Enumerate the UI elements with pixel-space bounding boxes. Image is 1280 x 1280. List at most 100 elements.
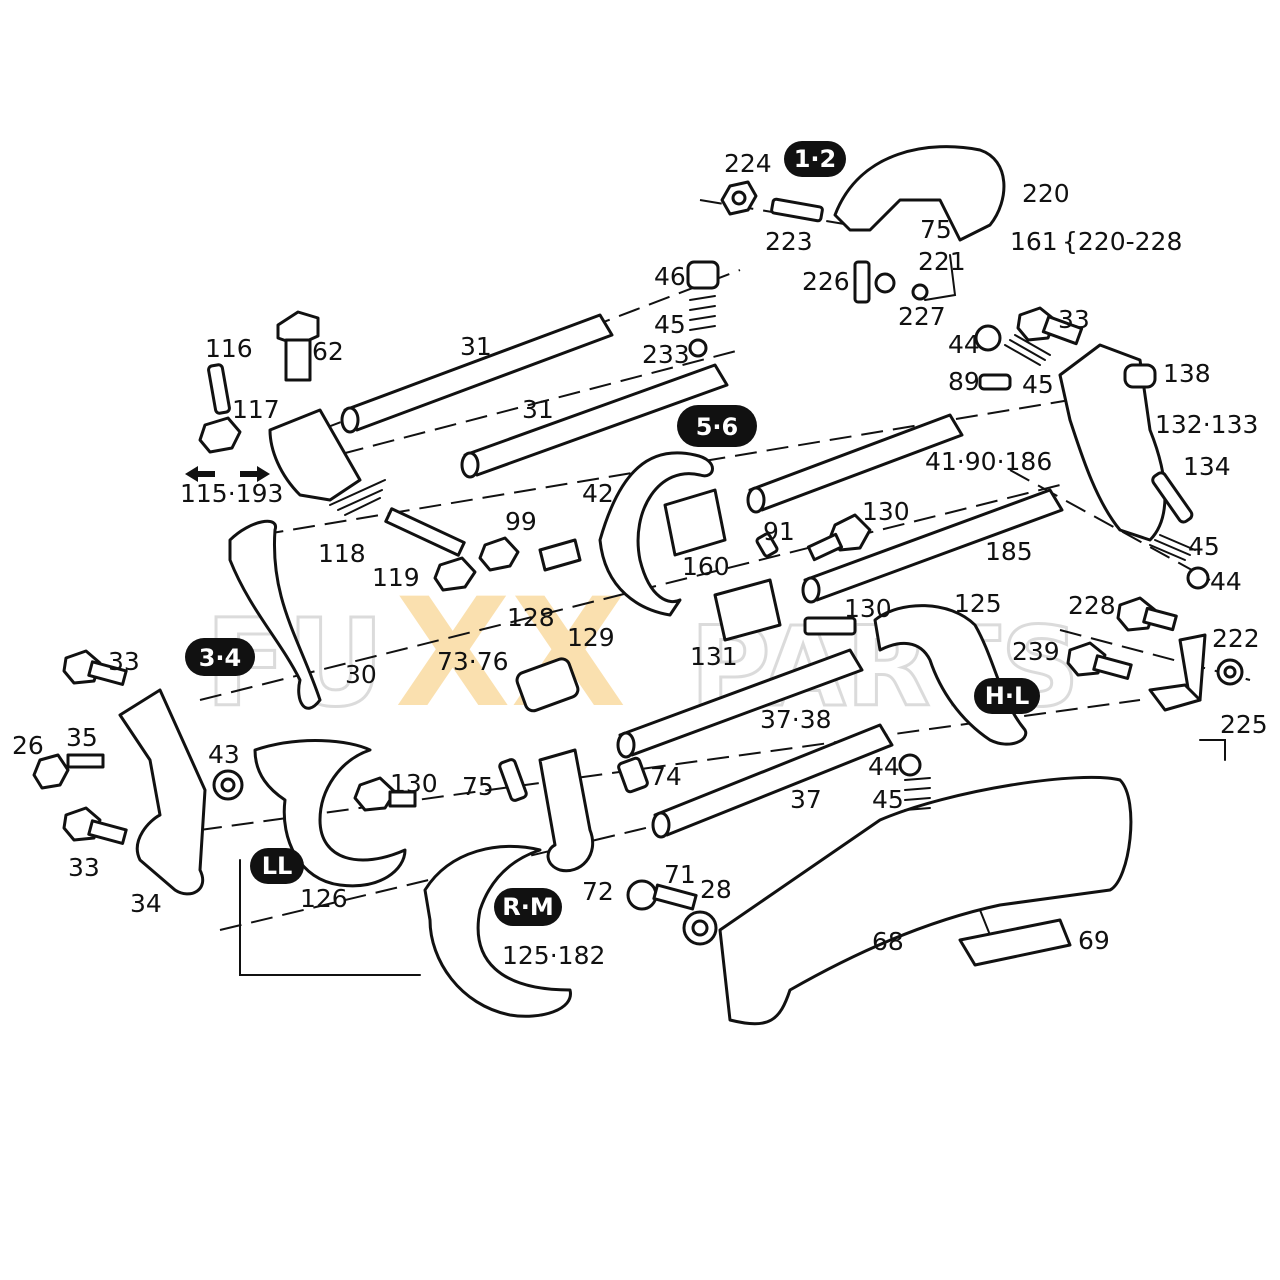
callout: 126 [300,884,348,913]
plate-225 [1148,683,1202,712]
callout: 62 [312,337,344,366]
housing-220 [833,145,1006,242]
plate-69 [958,918,1072,967]
callout: 41·90·186 [925,447,1052,476]
callout: 132·133 [1155,410,1258,439]
callout: 138 [1163,359,1211,388]
badges: 1·2 5·6 3·4 H·L LL R·M [185,141,1040,926]
callout: 31 [522,395,554,424]
spring-45-right [1004,334,1051,366]
fork-5-6 [598,451,714,617]
callout: 33 [1058,305,1090,334]
shift-rail-31-lower [460,363,729,479]
callout: 221 [918,247,966,276]
callout: 99 [505,507,537,536]
callout: 37·38 [760,705,832,734]
callout: 239 [1012,637,1060,666]
bolt-33-top [1016,306,1084,346]
callout: 35 [66,723,98,752]
callout: 68 [872,927,904,956]
watermark-mid: XX [395,567,626,741]
callout: 45 [1188,532,1220,561]
ball-44-top [974,324,1002,352]
callout: 129 [567,623,615,652]
callout: 44 [868,752,900,781]
badge-r-m: R·M [494,888,562,926]
callout: 46 [654,262,686,291]
brackets [118,145,1207,1026]
shift-rail-185 [801,488,1064,604]
spring-118 [329,479,386,516]
callout: 33 [68,853,100,882]
callout: 226 [802,267,850,296]
pin-138 [1123,363,1157,389]
washer-28 [682,910,718,946]
callout: 45 [654,310,686,339]
badge-ll-text: LL [262,852,293,880]
callout: 71 [664,860,696,889]
bolt-130-mid [803,616,857,636]
callout: 26 [12,731,44,760]
callout: 185 [985,537,1033,566]
callout: 30 [345,660,377,689]
callout: 227 [898,302,946,331]
callout: 45 [872,785,904,814]
badge-1-2-text: 1·2 [794,145,837,173]
badge-5-6-text: 5·6 [696,413,739,441]
callout: 28 [700,875,732,904]
bolt-33-left-top [62,649,128,686]
callout: 224 [724,149,772,178]
callout: 116 [205,334,253,363]
ball-233 [688,338,708,358]
bolt-71 [626,879,698,911]
small-components [32,180,1244,946]
callout: 91 [763,517,795,546]
callout: 31 [460,332,492,361]
callout: 74 [650,762,682,791]
bolt-33-left-low [62,806,128,845]
bolt-62 [276,310,320,382]
spring-45-top [689,295,716,331]
fork-3-4 [228,519,322,710]
bolt-223 [770,197,824,223]
callout: 220 [1022,179,1070,208]
callout: 134 [1183,452,1231,481]
callout: 33 [108,647,140,676]
callout: 45 [1022,370,1054,399]
bolt-228 [1116,596,1178,632]
callout: 44 [1210,567,1242,596]
callout: 44 [948,330,980,359]
callout: 43 [208,740,240,769]
shift-lever-62 [268,408,362,502]
shift-lever-72 [538,748,595,873]
callout: {220-228 [1062,227,1182,256]
callout: 73·76 [437,647,509,676]
badge-5-6: 5·6 [677,405,757,447]
bolt-239 [1066,641,1133,680]
plate-68 [718,775,1133,1026]
ball-44-low [898,753,922,777]
ball-44-lower [1186,566,1210,590]
badge-1-2: 1·2 [784,141,846,177]
callout: 228 [1068,591,1116,620]
bolt-226 [853,260,896,304]
callout: 130 [844,594,892,623]
nut-99 [478,536,520,572]
callout: 72 [582,877,614,906]
bolt-119 [384,507,477,592]
callout: 222 [1212,624,1260,653]
direction-arrows [185,466,270,482]
callout: 115·193 [180,479,283,508]
callout: 161 [1010,227,1058,256]
badge-ll: LL [250,848,304,884]
callout: 118 [318,539,366,568]
nut-117 [198,416,242,454]
spring-45-low [904,777,931,811]
callout: 75 [920,215,952,244]
callout: 130 [862,497,910,526]
bolt-130-low [353,776,417,812]
callout: 131 [690,642,738,671]
shift-rail-41-90-186 [746,413,964,514]
callout: 233 [642,340,690,369]
